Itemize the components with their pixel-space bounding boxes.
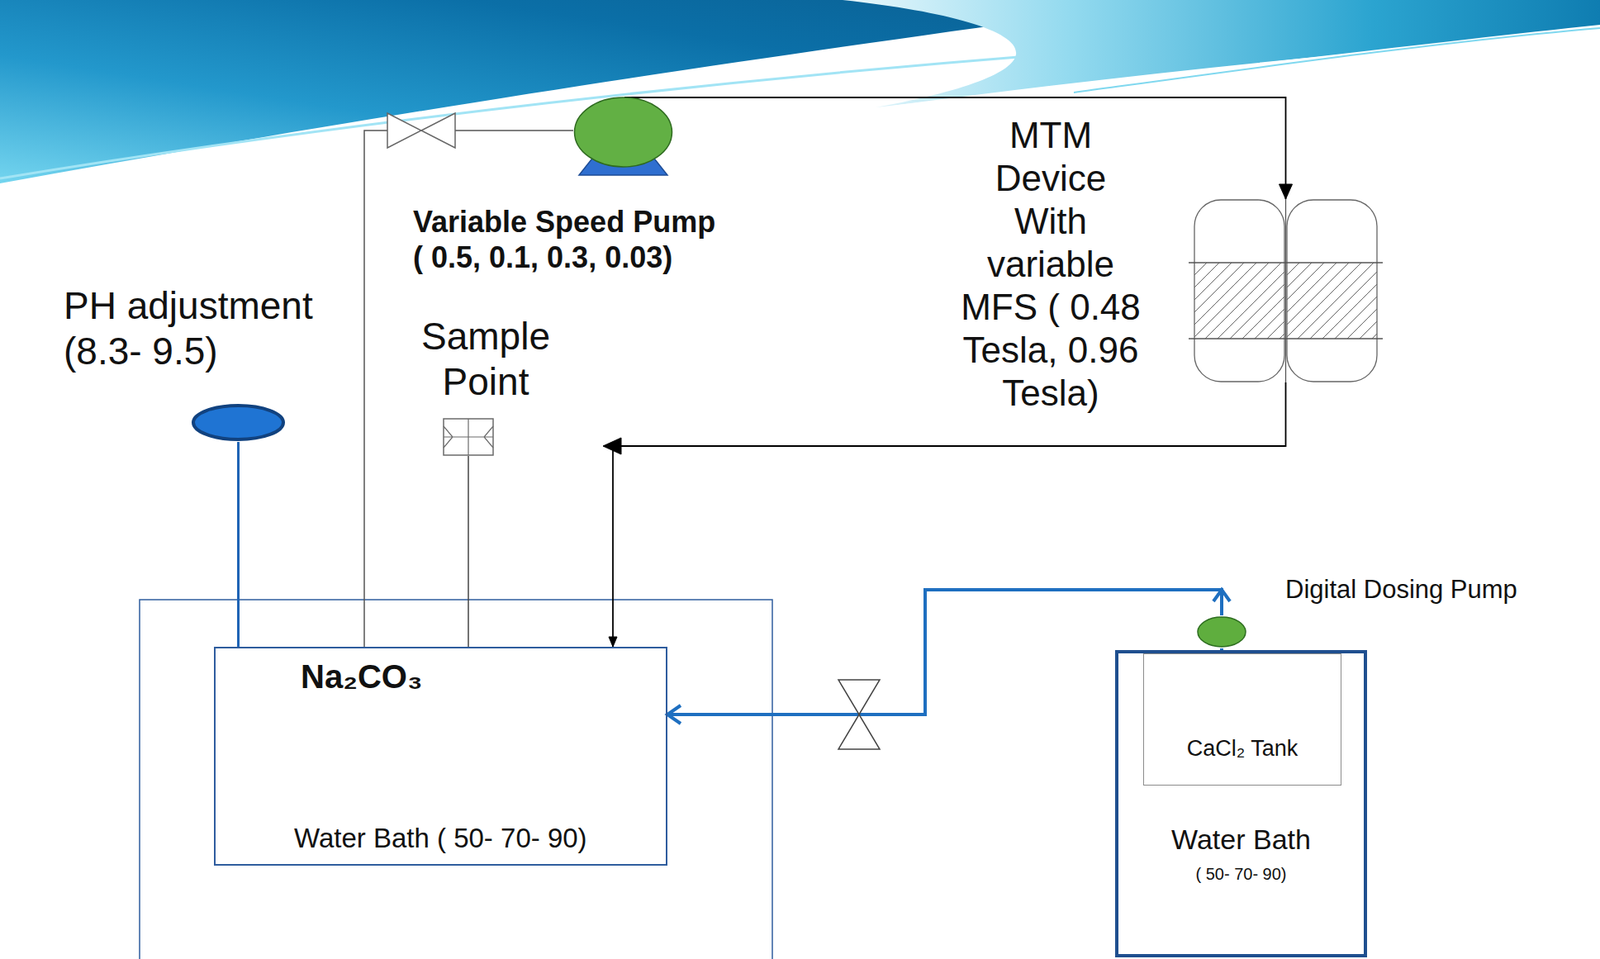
- water-bath: Water Bath ( 50- 70- 90) CaCl₂ Tank: [1115, 650, 1368, 958]
- digital-dosing-pump-outline: [1196, 615, 1248, 649]
- magnet-capsule: [1194, 199, 1285, 382]
- temperature-label: ( 50- 70- 90): [1195, 864, 1287, 884]
- pipe-connector: [237, 441, 239, 647]
- sample-label: Sample Point: [411, 313, 561, 405]
- magnet-hatch: [1286, 262, 1377, 339]
- water-bath: Na₂CO₃ Water Bath ( 50- 70- 90): [213, 646, 668, 866]
- pipe-line: [237, 441, 240, 647]
- arrow-head: [667, 705, 681, 724]
- variable-speed-pump-outline: [573, 96, 674, 176]
- cacl2-tank: CaCl₂ Tank: [1143, 653, 1342, 786]
- header-banner: [0, 0, 1600, 194]
- sample-point: Sample Point: [442, 417, 494, 456]
- magnet-hatch: [1194, 262, 1285, 339]
- chemical-label: Na₂CO₃: [300, 656, 423, 697]
- pipe-connector: [468, 455, 470, 647]
- variable-speed-pump: Variable Speed Pump ( 0.5, 0.1, 0.3, 0.0…: [573, 96, 674, 176]
- device-label: MTM Device With variable MFS ( 0.48 Tesl…: [955, 113, 1146, 415]
- sample-valve-body: [443, 418, 494, 456]
- outer-tank-housing: [139, 599, 773, 959]
- valve-symbol: [838, 679, 880, 750]
- pipe-line: [612, 382, 1287, 647]
- valve-symbol: [387, 113, 456, 148]
- bath-label: Water Bath: [1171, 822, 1311, 857]
- arrow-head: [1279, 184, 1293, 200]
- ph-dosing-point-outline: [190, 403, 286, 442]
- pipe-connector: [602, 382, 1287, 647]
- mtm-device: MTM Device With variable MFS ( 0.48 Tesl…: [1193, 199, 1378, 383]
- dosing-pump-ellipse: [1197, 617, 1246, 647]
- magnet-capsule: [1286, 199, 1377, 382]
- mtm-device-outline: [1193, 199, 1378, 383]
- dosing-pump-label: Digital Dosing Pump: [1285, 574, 1518, 605]
- pipe-line: [467, 455, 470, 647]
- pump-body: [574, 97, 673, 167]
- digital-dosing-pump: Digital Dosing Pump: [1196, 615, 1248, 649]
- tank-label: CaCl₂ Tank: [1186, 735, 1299, 762]
- pipe-line: [624, 97, 1287, 200]
- arrow-head: [602, 437, 622, 455]
- pipe-connector: [624, 97, 1293, 200]
- magnet-band-lines: [1188, 199, 1383, 383]
- sample-point-outline: [442, 417, 494, 456]
- ph-probe-ellipse: [193, 405, 284, 440]
- bath-label: Water Bath ( 50- 70- 90): [294, 821, 588, 855]
- sample-valve-lines: [443, 418, 494, 456]
- arrow-head: [1213, 589, 1230, 602]
- ph-dosing-point: PH adjustment (8.3- 9.5): [190, 403, 286, 442]
- pump-label: Variable Speed Pump ( 0.5, 0.1, 0.3, 0.0…: [413, 204, 727, 276]
- ph-label: PH adjustment (8.3- 9.5): [63, 283, 337, 375]
- arrow-head: [608, 636, 618, 647]
